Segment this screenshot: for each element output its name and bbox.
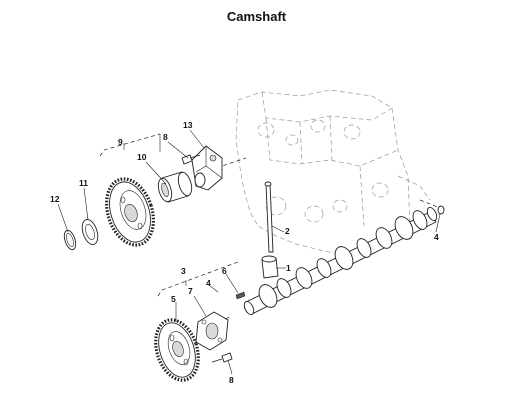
group-9-bracket	[99, 133, 161, 157]
idler-shaft-part-13	[191, 145, 223, 191]
callout-9: 9	[118, 137, 123, 147]
callout-8-lower: 8	[229, 375, 234, 385]
callout-4-right: 4	[434, 232, 439, 242]
camshaft-gear-part-5	[154, 318, 200, 382]
callout-13: 13	[183, 120, 193, 130]
idler-gear-part-9	[104, 177, 156, 247]
callout-6: 6	[222, 266, 227, 276]
camshaft	[243, 207, 438, 315]
thrust-washer-part-11	[81, 218, 99, 246]
callout-2: 2	[285, 226, 290, 236]
key-part-6	[235, 291, 246, 300]
snap-ring-part-12	[63, 229, 77, 251]
push-rod-part-2	[264, 181, 274, 253]
callout-8-upper: 8	[163, 132, 168, 142]
bushing-part-10	[157, 171, 193, 203]
callout-5: 5	[171, 294, 176, 304]
tappet-part-1	[261, 255, 279, 279]
callout-3: 3	[181, 266, 186, 276]
plug-part-4-right	[437, 205, 445, 215]
callout-4-left: 4	[206, 278, 211, 288]
bolt-part-8-upper	[181, 154, 201, 165]
callout-7: 7	[188, 286, 193, 296]
callout-1: 1	[286, 263, 291, 273]
callout-11: 11	[79, 178, 88, 188]
leader-lines	[57, 129, 441, 375]
callout-10: 10	[137, 152, 147, 162]
group-3-bracket	[157, 261, 239, 297]
callout-12: 12	[50, 194, 60, 204]
diagram-title: Camshaft	[226, 9, 287, 24]
thrust-plate-part-7	[195, 311, 229, 351]
bolt-part-8-lower	[211, 352, 233, 363]
